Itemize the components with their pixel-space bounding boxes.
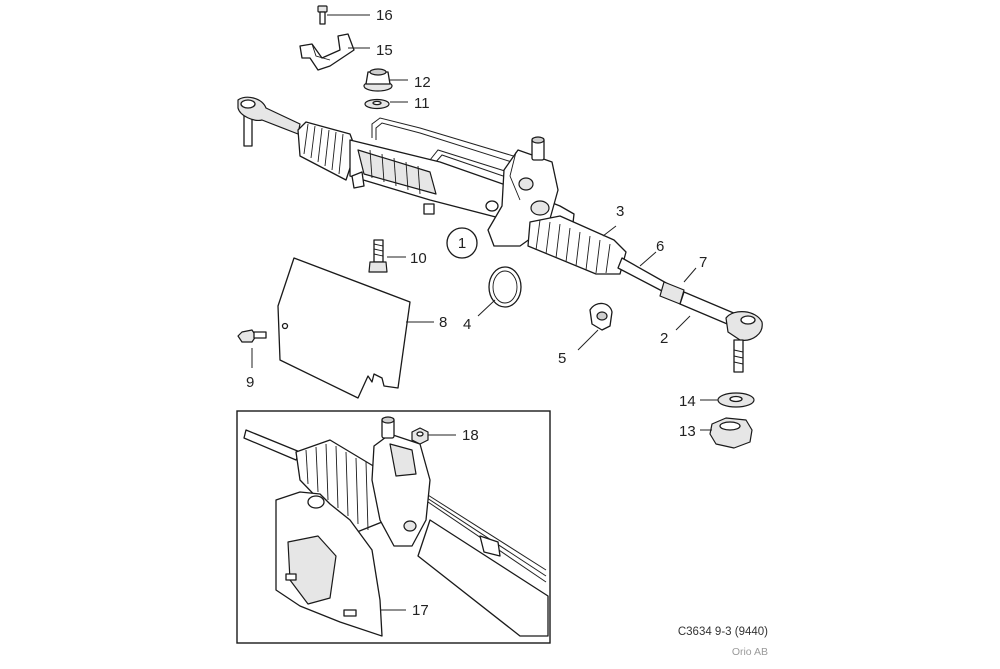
detail-inset: 18 17 <box>236 410 551 644</box>
callout-5-label: 5 <box>558 350 566 367</box>
callout-9-label: 9 <box>246 374 254 391</box>
callout-16-label: 16 <box>376 7 393 24</box>
part-17-heat-shield <box>275 491 383 637</box>
hydraulic-lines <box>371 117 521 178</box>
part-8-heat-shield <box>277 257 411 399</box>
callout-17-label: 17 <box>412 602 429 619</box>
callout-7-label: 7 <box>699 254 707 271</box>
callout-2-label: 2 <box>660 330 668 347</box>
callout-18-label: 18 <box>462 427 479 444</box>
part-4-clamp <box>488 266 522 308</box>
callout-3-label: 3 <box>616 203 624 220</box>
part-5-clip <box>589 302 613 331</box>
callout-8-label: 8 <box>439 314 447 331</box>
part-14-washer <box>717 392 755 408</box>
right-bellows <box>527 215 627 275</box>
callout-12-label: 12 <box>414 74 431 91</box>
part-13-nut <box>709 417 753 449</box>
part-12-nut <box>363 68 393 92</box>
copyright-text: Orio AB <box>731 646 768 658</box>
callout-4-label: 4 <box>463 316 471 333</box>
part-16-bolt <box>317 5 328 25</box>
callout-6-label: 6 <box>656 238 664 255</box>
callout-11-label: 11 <box>414 95 430 112</box>
drawing-code: C3634 9-3 (9440) <box>677 626 768 638</box>
callout-13-label: 13 <box>679 423 696 440</box>
part-11-washer <box>364 98 390 110</box>
callout-10-label: 10 <box>410 250 427 267</box>
left-bellows <box>297 121 357 181</box>
part-18-nut <box>411 427 429 445</box>
part-15-clip <box>299 33 355 71</box>
callout-1: 1 <box>446 227 478 259</box>
right-tie-rod <box>617 257 737 327</box>
part-9-bolt <box>237 329 267 343</box>
part-10-bolt <box>368 239 388 273</box>
callout-1-label: 1 <box>458 235 466 252</box>
callout-15-label: 15 <box>376 42 393 59</box>
callout-14-label: 14 <box>679 393 696 410</box>
leader-lines <box>251 14 718 431</box>
left-tie-rod-end <box>237 96 301 147</box>
right-tie-rod-end <box>725 311 763 373</box>
